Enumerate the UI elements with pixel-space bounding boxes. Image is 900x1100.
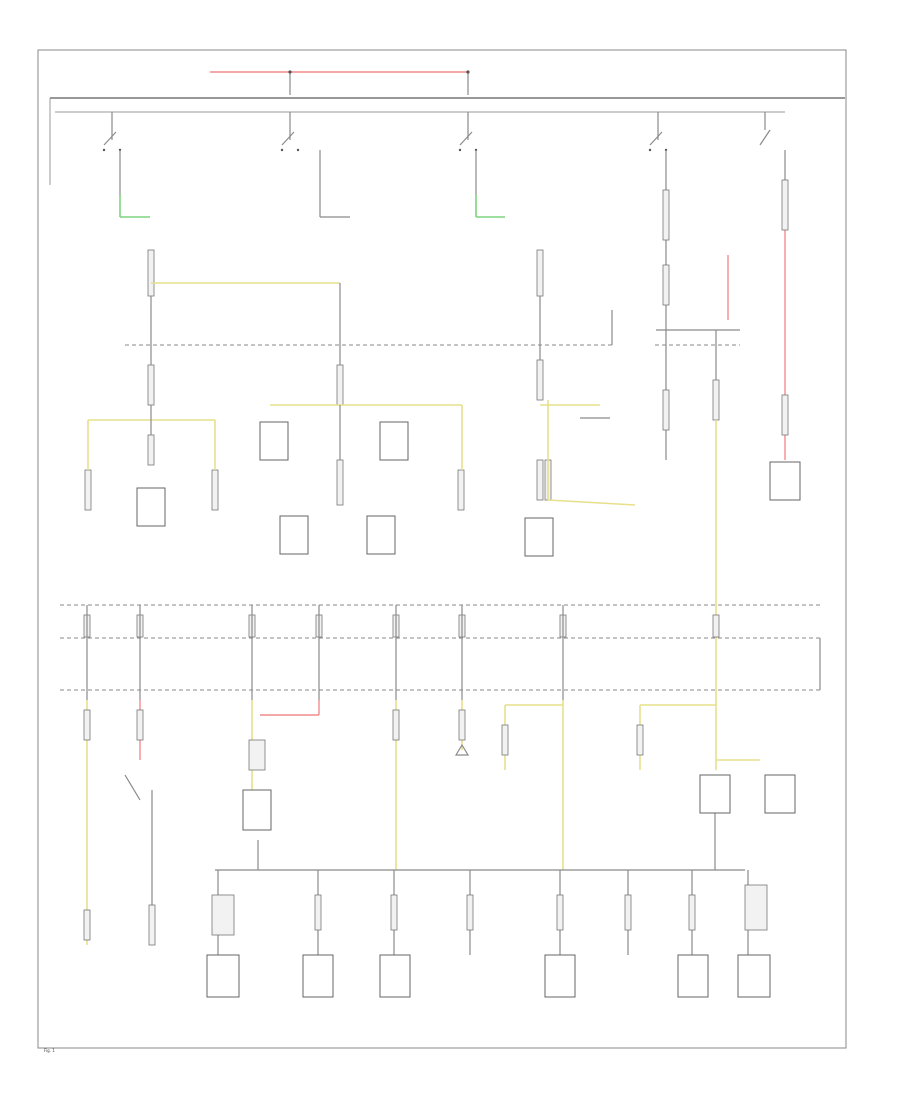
top-power-feed xyxy=(210,70,470,95)
ignition-switch-3 xyxy=(458,112,505,218)
middle-bus xyxy=(60,604,821,691)
upper-components xyxy=(136,417,801,557)
upper-wire-network xyxy=(87,255,740,700)
ignition-switch-5 xyxy=(759,112,786,460)
lower-components xyxy=(206,743,796,998)
fuse-block-upper xyxy=(125,310,740,346)
lower-wire-network xyxy=(86,700,760,955)
middle-fuses xyxy=(83,605,720,700)
page-label: Fig. 1 xyxy=(44,1048,55,1053)
ignition-switch-2 xyxy=(280,112,350,218)
main-bus xyxy=(49,97,845,185)
ignition-switch-1 xyxy=(102,112,150,218)
lower-connectors xyxy=(83,709,768,946)
diagram-frame xyxy=(37,49,847,1049)
